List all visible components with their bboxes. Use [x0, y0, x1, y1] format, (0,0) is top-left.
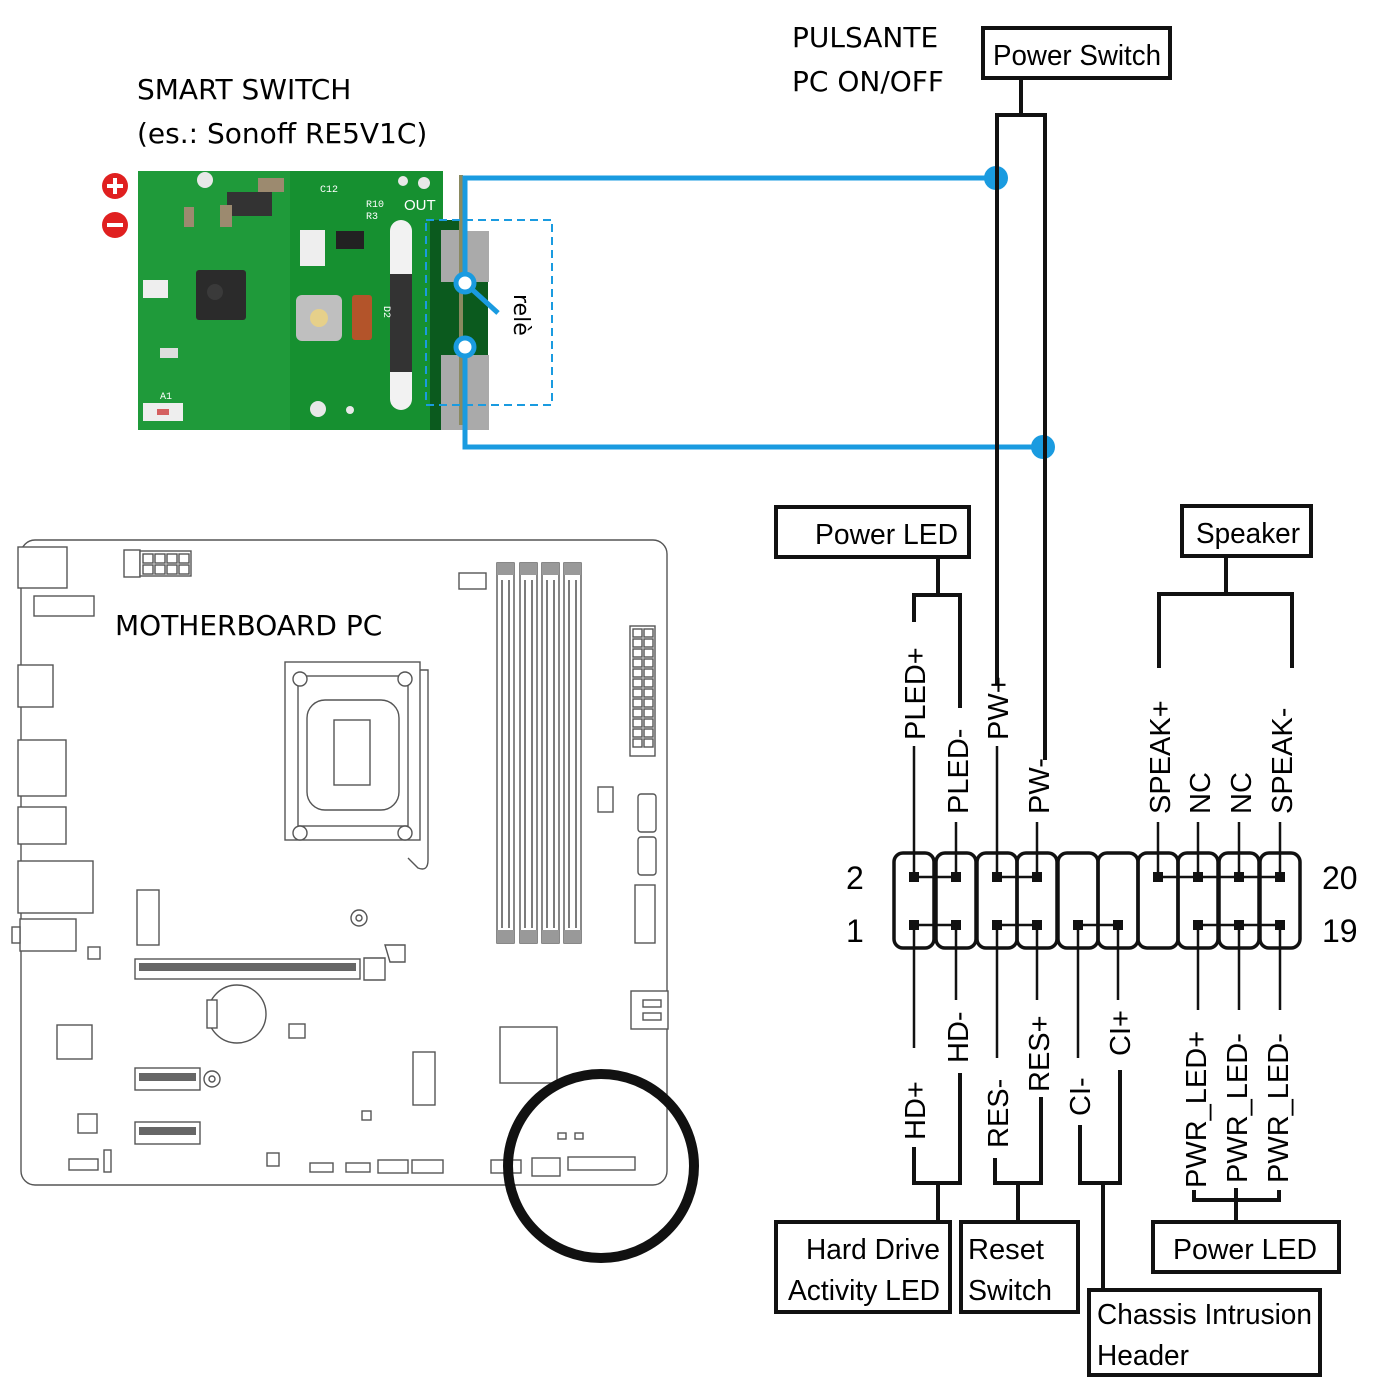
speaker-leads: [1157, 592, 1294, 668]
relay-terminal-no: [453, 335, 477, 359]
reset-switch-box: [959, 1220, 1080, 1314]
pin-label-bottom: HD+: [900, 1081, 932, 1140]
power-switch-label: Power Switch: [993, 40, 1161, 72]
smart-switch-subtitle: (es.: Sonoff RE5V1C): [137, 117, 427, 150]
power-button-label-line2: PC ON/OFF: [792, 65, 944, 98]
reset-switch-label-line2: Switch: [968, 1275, 1052, 1307]
pcb-label-d2: D2: [380, 306, 391, 318]
speaker-box: [1180, 504, 1313, 558]
pin-label-bottom: RES+: [1024, 1015, 1056, 1092]
pin-label-top: PLED-: [943, 729, 975, 814]
relay-label: relè: [508, 294, 533, 336]
pin-label-top: NC: [1226, 772, 1258, 814]
smart-switch-pcb: OUT R10 R3 C12 A1 D2: [138, 171, 489, 430]
motherboard-title: MOTHERBOARD PC: [115, 609, 382, 642]
chassis-intrusion-box: [1087, 1288, 1322, 1377]
power-led-bottom-label: Power LED: [1173, 1234, 1317, 1266]
reset-switch-label-line1: Reset: [968, 1234, 1044, 1266]
pcb-label-r10: R10: [366, 200, 384, 211]
motherboard-section: MOTHERBOARD PC: [11, 539, 699, 1263]
smart-switch-title: SMART SWITCH: [137, 73, 351, 106]
pin-number-2: 2: [846, 860, 864, 896]
power-button-label-line1: PULSANTE: [792, 21, 938, 54]
chassis-intrusion-label-line1: Chassis Intrusion: [1097, 1299, 1312, 1331]
front-panel-header-on-board: [567, 1156, 636, 1171]
cpu-socket: [284, 661, 429, 870]
pin-label-top: NC: [1185, 772, 1217, 814]
power-led-bottom-box: [1151, 1220, 1341, 1274]
pcb-label-a1: A1: [160, 392, 172, 403]
pin-label-bottom: HD-: [943, 1011, 975, 1063]
ram-slots: [496, 562, 582, 944]
wire-relay-to-pw-minus: [462, 347, 1043, 450]
pin-label-top: SPEAK-: [1267, 708, 1299, 814]
chassis-intrusion-leads: [1078, 1070, 1122, 1185]
smart-switch-section: SMART SWITCH (es.: Sonoff RE5V1C): [102, 73, 553, 430]
speaker-label: Speaker: [1196, 518, 1300, 550]
chassis-intrusion-label-line2: Header: [1097, 1340, 1189, 1372]
power-switch-leads: [995, 113, 1047, 760]
pin-label-bottom: PWR_LED+: [1181, 1031, 1213, 1188]
pin-label-top: PW+: [983, 676, 1015, 740]
power-button-section: PULSANTE PC ON/OFF Power Switch: [792, 21, 1172, 760]
power-led-top-label: Power LED: [815, 519, 958, 551]
relay-to-power-switch-wires: [453, 166, 1055, 459]
pin-number-20: 20: [1322, 860, 1358, 896]
relay-terminal-com: [453, 271, 477, 295]
pin-label-bottom: CI+: [1105, 1010, 1137, 1056]
pin-label-bottom: PWR_LED-: [1263, 1033, 1295, 1183]
power-led-top-leads: [912, 593, 962, 708]
pcie-x16-slot: [134, 944, 406, 981]
pin-label-top: PLED+: [900, 647, 932, 740]
pin-number-1: 1: [846, 913, 864, 949]
pcb-label-c12: C12: [320, 185, 338, 196]
front-panel-header-highlight-circle: [503, 1069, 699, 1263]
hdd-led-label-line2: Activity LED: [788, 1275, 940, 1307]
pin-label-top: SPEAK+: [1145, 700, 1177, 814]
pin-label-bottom: CI-: [1065, 1077, 1097, 1116]
power-switch-box: [981, 26, 1172, 80]
power-led-top-box: [774, 505, 971, 559]
pin-label-bottom: RES-: [983, 1079, 1015, 1148]
wire-relay-to-pw-plus: [462, 175, 996, 283]
atx-power-connector: [629, 625, 656, 757]
pin-label-bottom: PWR_LED-: [1222, 1033, 1254, 1183]
pin-label-top: PW-: [1024, 758, 1056, 814]
pin-number-19: 19: [1322, 913, 1358, 949]
hdd-led-box: [774, 1220, 952, 1314]
minus-icon: [102, 212, 128, 238]
pcb-label-r3: R3: [366, 212, 378, 223]
hdd-led-label-line1: Hard Drive: [806, 1234, 940, 1266]
pcb-label-out: OUT: [404, 197, 436, 214]
plus-icon: [102, 173, 128, 199]
front-panel-header-diagram: Power LED Speaker PLED+ PLED-PW+ PW- SPEAK+…: [774, 504, 1358, 1377]
